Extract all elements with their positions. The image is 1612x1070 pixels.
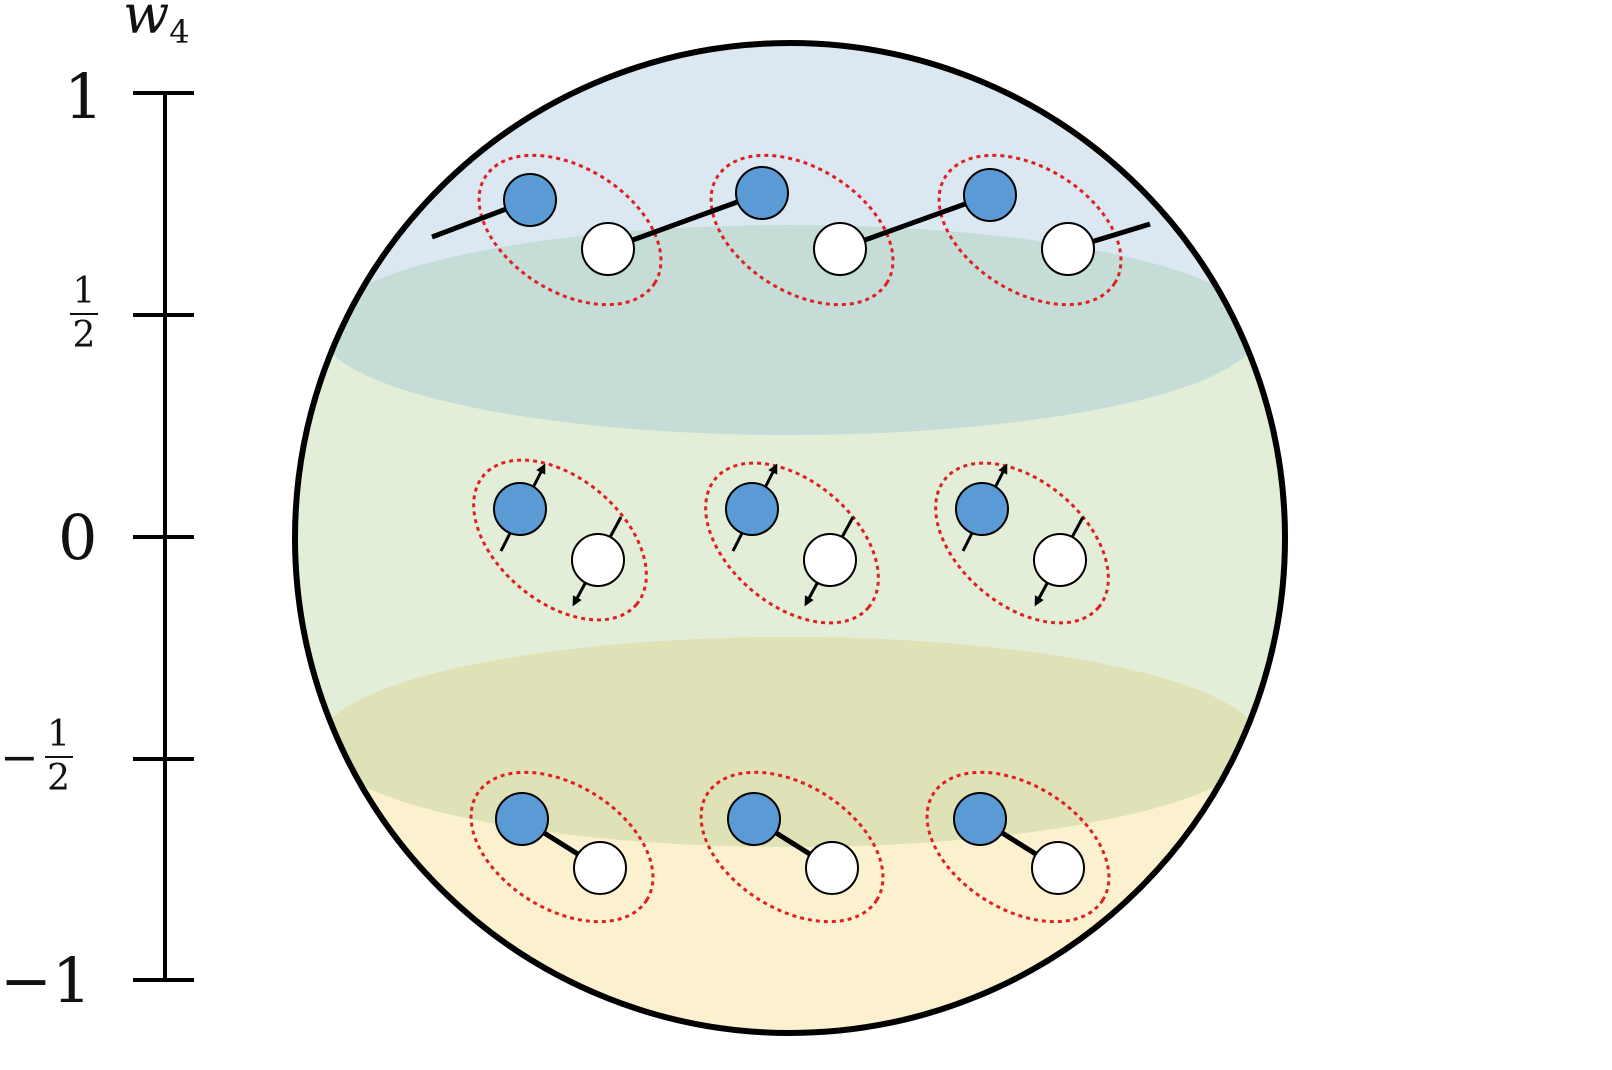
empty-site [1033,533,1087,587]
filled-site [727,792,781,846]
middle-row [472,458,1110,625]
top-row [431,153,1151,307]
filled-site [735,166,789,220]
empty-site [805,841,859,895]
tick-label-minus-1: −1 [0,944,92,1017]
pair-outline [472,458,648,622]
tick-label-minus-half-numerator: 1 [47,714,70,755]
empty-site [1041,222,1095,276]
pair-outline [709,153,895,307]
filled-site [955,482,1009,536]
empty-site [571,533,625,587]
filled-site [493,482,547,536]
bottom-row [469,770,1111,924]
bond [607,190,763,252]
pair-outline [704,461,880,625]
pair-outline [699,770,885,924]
tick-label-half-numerator: 1 [72,271,96,312]
empty-site [1031,841,1085,895]
tick-label-half-denominator: 2 [72,314,96,356]
empty-site [803,533,857,587]
filled-site [725,482,779,536]
pair-outline [934,461,1110,625]
tick-label-0: 0 [58,501,98,574]
tick-label-1: 1 [64,60,104,133]
axis-title-letter: w [123,0,170,46]
axis-title: w4 [123,0,190,48]
lower-band [320,637,1260,847]
empty-site [813,222,867,276]
pair-outline [925,770,1111,924]
fraction-bar [70,312,98,315]
pair-outline [477,153,663,307]
upper-band [320,225,1260,435]
tick-label-half: 1 2 [64,273,98,355]
fraction-bar [44,755,73,758]
sphere-outline [292,40,1288,1036]
pair-outline [937,153,1123,307]
axis-title-subscript: 4 [169,13,190,51]
tick-label-minus-half: − 1 2 [0,716,73,798]
tick-label-minus-half-sign: − [0,729,39,784]
filled-site [503,173,557,227]
empty-site [581,222,635,276]
filled-site [495,792,549,846]
w4-axis [133,91,194,982]
tick-label-minus-half-denominator: 2 [47,757,70,799]
pair-outline [469,770,655,924]
empty-site [573,841,627,895]
filled-site [963,168,1017,222]
filled-site [953,792,1007,846]
